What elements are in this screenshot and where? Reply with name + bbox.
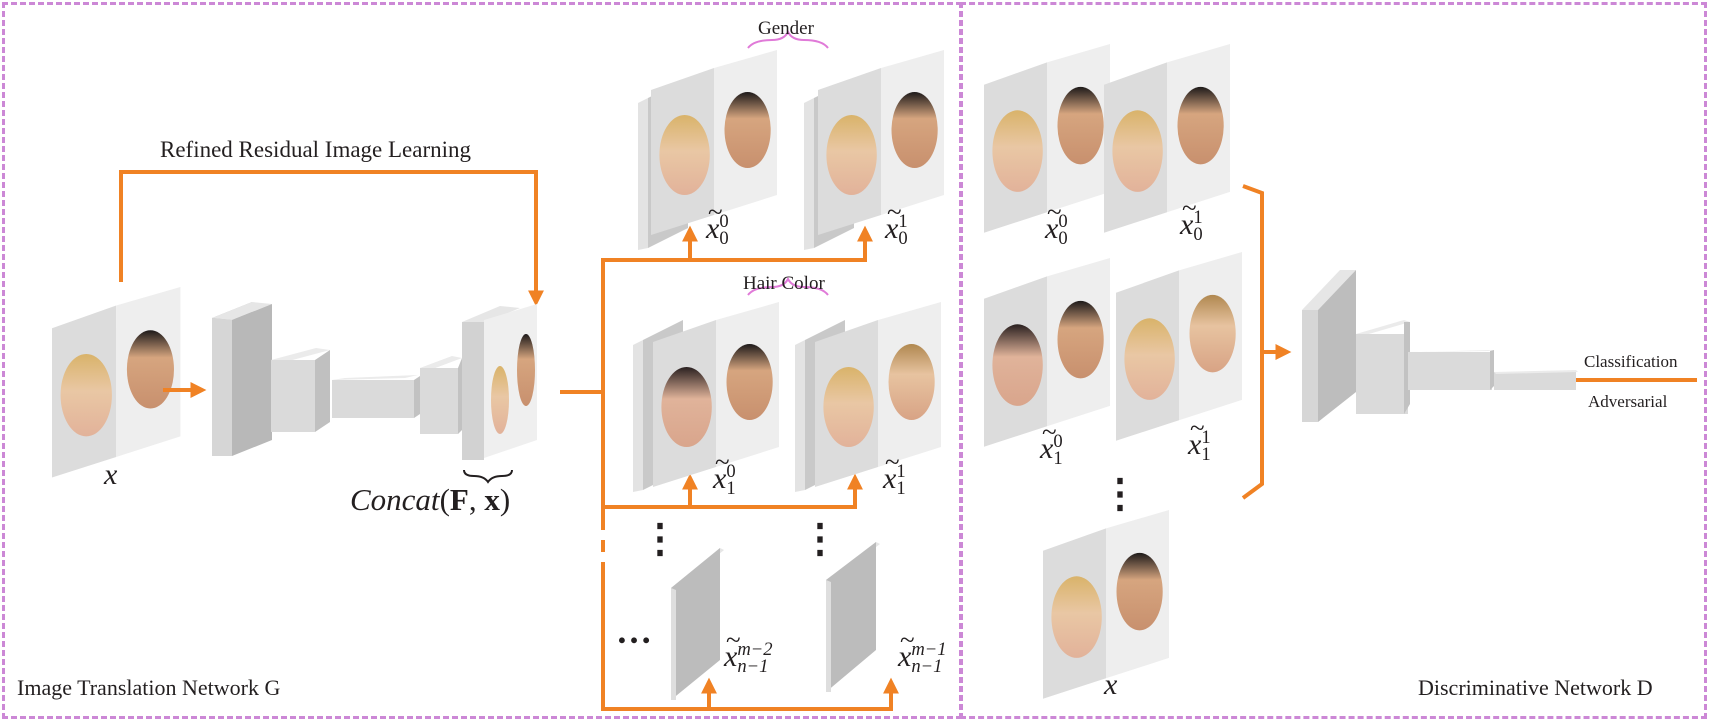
output-adversarial: Adversarial bbox=[1588, 392, 1668, 411]
discriminator-panel bbox=[960, 2, 1707, 719]
horizontal-ellipsis: … bbox=[616, 611, 652, 651]
input-image-pair bbox=[52, 287, 181, 478]
output-label-gender-1: x10 bbox=[885, 197, 908, 248]
d-input-label-0: x00 bbox=[1045, 197, 1068, 248]
d-vertical-ellipsis: ⋮ bbox=[1100, 471, 1140, 516]
residual-path bbox=[119, 170, 544, 307]
vertical-ellipsis-col2: ⋮ bbox=[800, 516, 840, 561]
d-input-label-1: x10 bbox=[1180, 193, 1203, 244]
output-label-gender-0: x00 bbox=[706, 197, 729, 248]
d-input-label-2: x01 bbox=[1040, 417, 1063, 468]
group-label-gender: Gender bbox=[758, 18, 814, 39]
input-label: x bbox=[104, 458, 118, 491]
d-real-input-label: x bbox=[1104, 668, 1118, 701]
group-label-hair-color: Hair Color bbox=[743, 273, 825, 294]
generator-title: Image Translation Network G bbox=[17, 675, 281, 700]
concat-label: Concat(F, x) bbox=[350, 482, 511, 517]
output-label-hair-0: x01 bbox=[713, 447, 736, 498]
output-label-hair-1: x11 bbox=[883, 447, 906, 498]
d-input-label-3: x11 bbox=[1188, 413, 1211, 464]
residual-label: Refined Residual Image Learning bbox=[160, 137, 472, 162]
vertical-ellipsis-col1: ⋮ bbox=[640, 516, 680, 561]
output-label-last-0: xm−2n−1 bbox=[724, 625, 773, 676]
output-label-last-1: xm−1n−1 bbox=[898, 625, 947, 676]
output-classification: Classification bbox=[1584, 352, 1678, 371]
discriminator-title: Discriminative Network D bbox=[1418, 675, 1653, 700]
